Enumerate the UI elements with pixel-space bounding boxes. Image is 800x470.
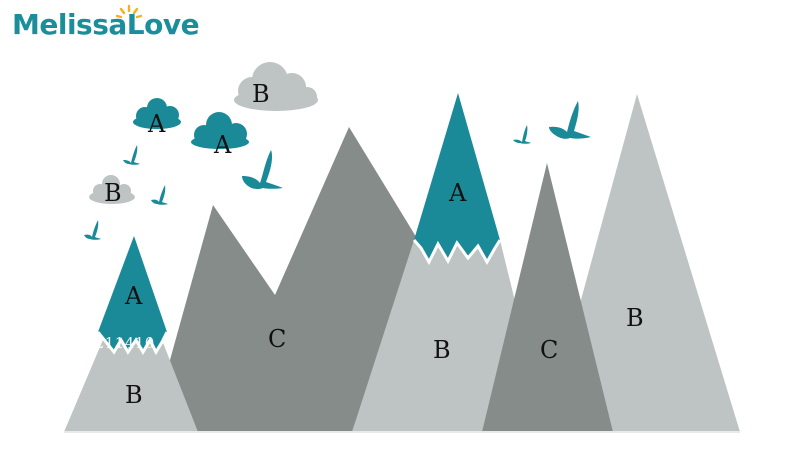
label-peak-center-body: B: [433, 336, 451, 364]
bird-icon: [513, 125, 531, 144]
mountain-c-right: [482, 163, 613, 432]
mountain-c-big: [150, 127, 418, 432]
bird-icon: [151, 185, 168, 205]
label-cloud-left-b: B: [104, 179, 122, 207]
brand-name-part2: Love: [126, 8, 200, 41]
label-cloud-left-a: A: [148, 110, 166, 138]
label-mountain-c-right: C: [540, 336, 559, 364]
bird-icon: [242, 150, 283, 190]
bird-icon: [84, 220, 101, 240]
label-cloud-top: B: [252, 80, 270, 108]
label-mountain-c-big: C: [268, 325, 287, 353]
store-watermark: Store No. 211410: [12, 334, 155, 352]
cloud-teal-small: [133, 98, 181, 129]
label-mountain-b-right: B: [626, 304, 644, 332]
cloud-top: [234, 62, 318, 111]
sun-icon: [116, 4, 142, 19]
label-cloud-mid-a: A: [214, 131, 232, 159]
brand-name-part1: Melissa: [12, 8, 127, 41]
bird-icon: [549, 101, 591, 139]
mountain-left-cap: [98, 236, 167, 352]
label-peak-left-cap: A: [125, 282, 143, 310]
label-peak-center-cap: A: [449, 179, 467, 207]
mountain-center-cap: [414, 93, 500, 262]
mountain-b-right: [545, 94, 740, 432]
cloud-teal-mid: [191, 112, 249, 149]
mountain-left-body: [64, 335, 198, 432]
bird-icon: [123, 145, 140, 165]
cloud-gray-small: [89, 175, 135, 204]
label-peak-left-body: B: [125, 381, 143, 409]
